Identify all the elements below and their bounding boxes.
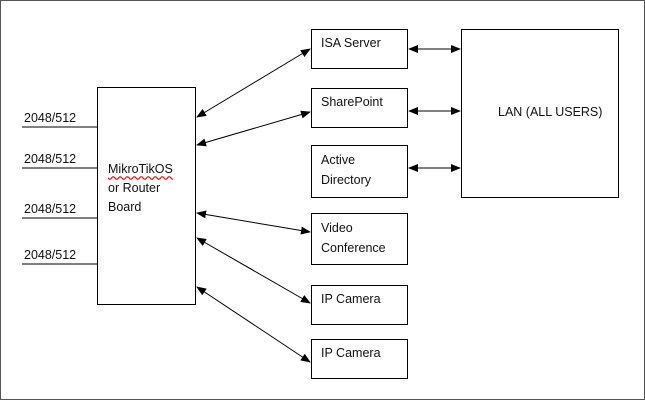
uplink-label-2: 2048/512 bbox=[24, 152, 77, 166]
service-label: ISA Server bbox=[321, 36, 381, 50]
lan-box: LAN (ALL USERS) bbox=[461, 29, 619, 198]
uplink-label-3: 2048/512 bbox=[24, 202, 77, 216]
service-label: Active Directory bbox=[321, 153, 372, 187]
service-box-isa-server: ISA Server bbox=[311, 29, 408, 69]
service-label: IP Camera bbox=[321, 346, 381, 360]
service-box-ip-camera-2: IP Camera bbox=[311, 339, 408, 379]
arrow-router-cam2 bbox=[196, 286, 311, 363]
uplink-label-4: 2048/512 bbox=[24, 248, 77, 262]
router-label-line2: or Router bbox=[108, 181, 161, 195]
arrow-router-cam1 bbox=[196, 237, 311, 304]
arrow-router-video bbox=[196, 210, 311, 235]
arrow-router-sharepoint bbox=[196, 110, 311, 147]
router-label-line3: Board bbox=[108, 200, 142, 214]
service-box-ip-camera-1: IP Camera bbox=[311, 285, 408, 325]
uplink-label-1: 2048/512 bbox=[24, 111, 77, 125]
service-box-active-directory: Active Directory bbox=[311, 145, 408, 198]
router-label-line1: MikroTikOS bbox=[108, 162, 173, 176]
service-box-video-conference: Video Conference bbox=[311, 213, 408, 265]
router-label: MikroTikOS or Router Board bbox=[108, 160, 173, 217]
service-label: SharePoint bbox=[321, 95, 383, 109]
service-label: Video Conference bbox=[321, 221, 386, 255]
service-box-sharepoint: SharePoint bbox=[311, 88, 408, 128]
router-box: MikroTikOS or Router Board bbox=[97, 87, 196, 305]
service-label: IP Camera bbox=[321, 292, 381, 306]
lan-label: LAN (ALL USERS) bbox=[498, 105, 603, 119]
arrow-router-isa bbox=[196, 48, 311, 118]
